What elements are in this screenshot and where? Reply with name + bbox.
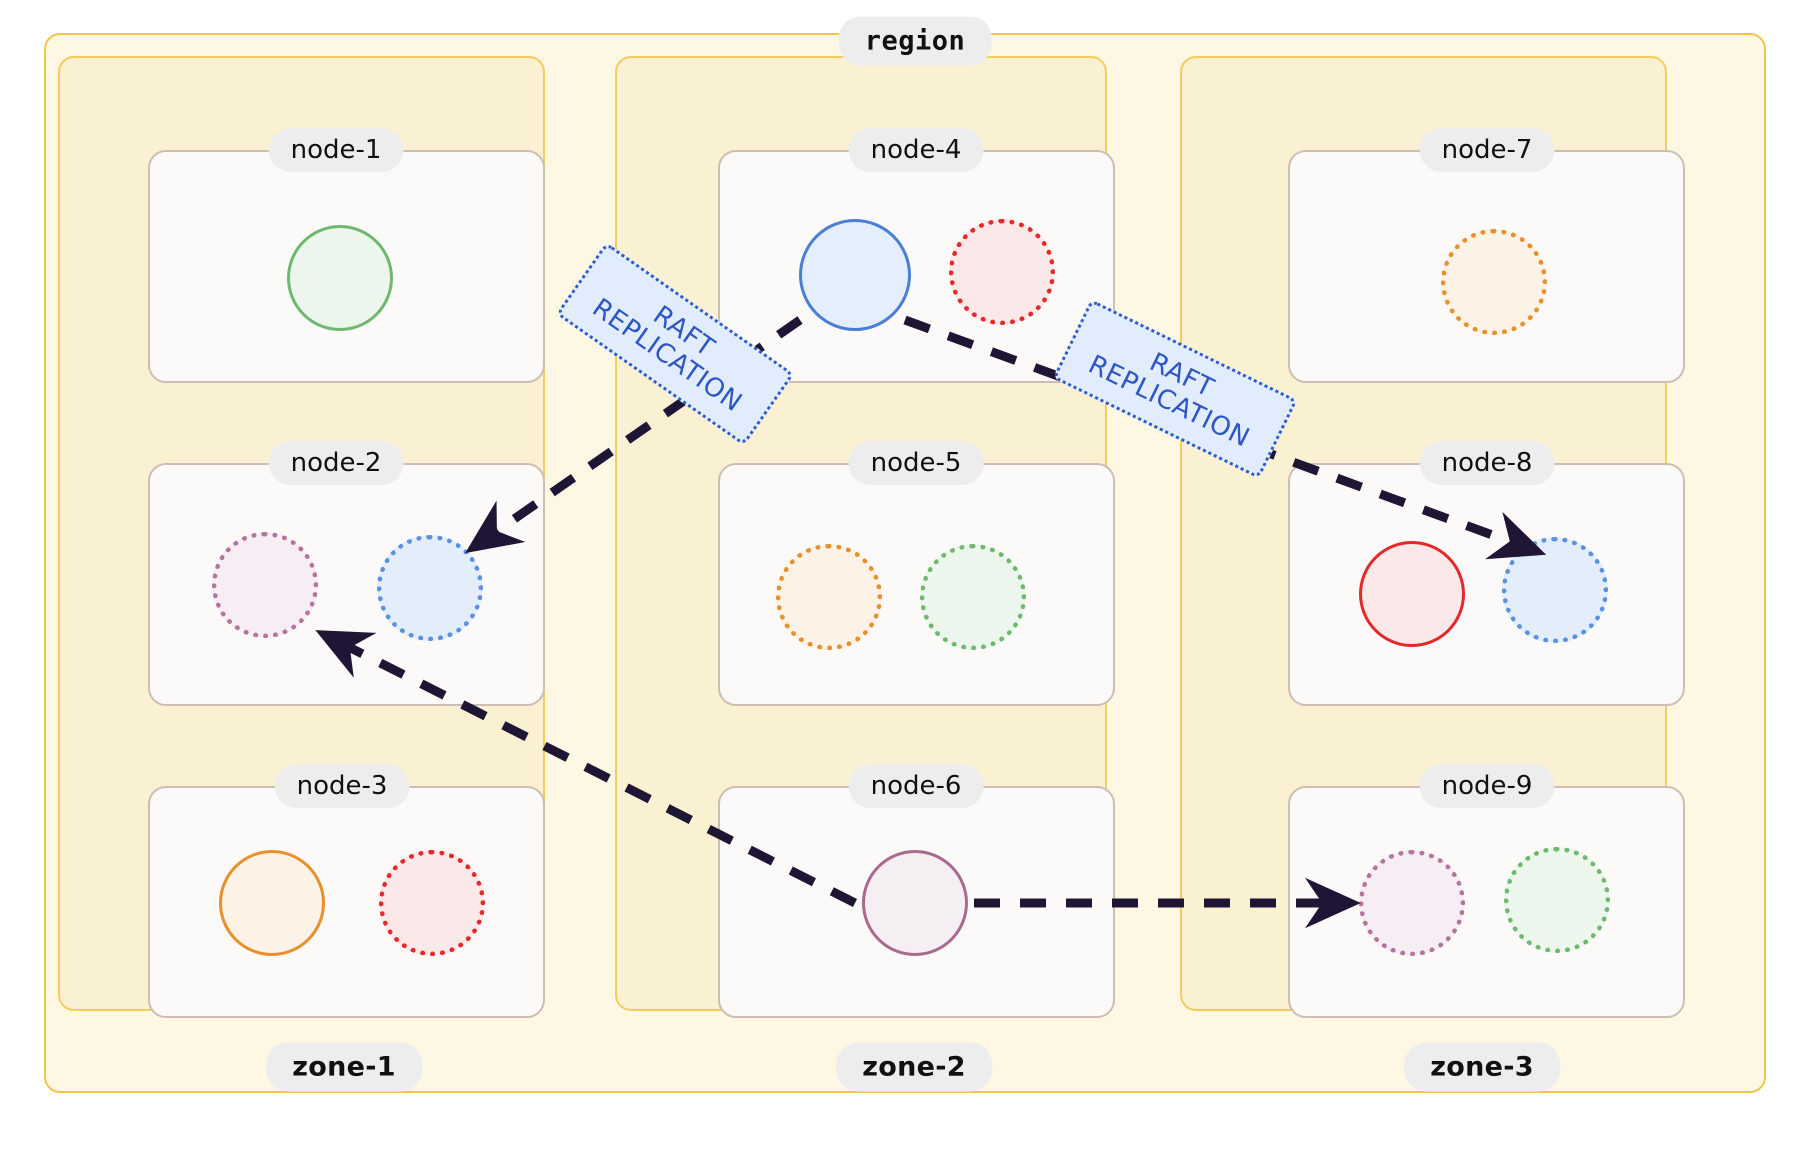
node-label-node-9: node-9 [1419, 764, 1555, 808]
replica-node-2-purple-dotted[interactable] [212, 532, 318, 638]
replica-node-5-green-dotted[interactable] [920, 544, 1026, 650]
node-label-node-5: node-5 [848, 441, 984, 485]
zone-label-zone-1: zone-1 [266, 1042, 422, 1092]
node-label-node-8: node-8 [1419, 441, 1555, 485]
replica-node-3-red-dotted[interactable] [379, 850, 485, 956]
node-box-node-9[interactable] [1288, 786, 1685, 1018]
node-label-node-1: node-1 [268, 128, 404, 172]
replica-node-5-orange-dotted[interactable] [776, 544, 882, 650]
replica-node-8-red-solid[interactable] [1359, 541, 1465, 647]
replica-node-4-red-dotted[interactable] [949, 219, 1055, 325]
replica-node-1-green-solid[interactable] [287, 225, 393, 331]
zone-label-zone-2: zone-2 [836, 1042, 992, 1092]
zone-label-zone-3: zone-3 [1404, 1042, 1560, 1092]
node-label-node-2: node-2 [268, 441, 404, 485]
node-box-node-2[interactable] [148, 463, 545, 706]
replica-node-7-orange-dotted[interactable] [1441, 229, 1547, 335]
replica-node-2-blue-dotted[interactable] [377, 535, 483, 641]
replica-node-9-green-dotted[interactable] [1504, 847, 1610, 953]
replica-node-4-blue-solid[interactable] [799, 219, 911, 331]
node-label-node-3: node-3 [274, 764, 410, 808]
node-label-node-6: node-6 [848, 764, 984, 808]
node-box-node-4[interactable] [718, 150, 1115, 383]
replica-node-6-purple-solid[interactable] [862, 850, 968, 956]
replica-node-8-blue-dotted[interactable] [1502, 537, 1608, 643]
node-label-node-7: node-7 [1419, 128, 1555, 172]
node-box-node-3[interactable] [148, 786, 545, 1018]
replica-node-9-purple-dotted[interactable] [1359, 850, 1465, 956]
node-box-node-8[interactable] [1288, 463, 1685, 706]
replica-node-3-orange-solid[interactable] [219, 850, 325, 956]
node-label-node-4: node-4 [848, 128, 984, 172]
region-label: region [838, 16, 992, 66]
